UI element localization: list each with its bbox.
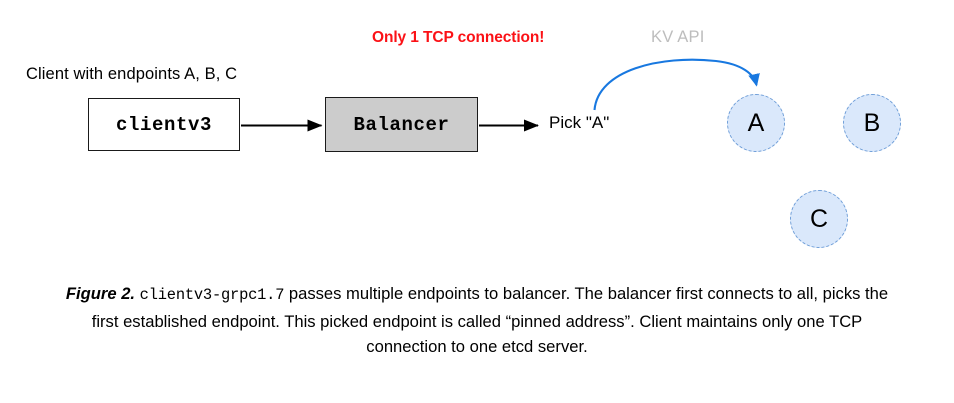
arrow-kv-api-to-endpoint-a bbox=[593, 58, 760, 111]
endpoint-circle-b: B bbox=[843, 94, 901, 152]
figure-caption: Figure 2. clientv3-grpc1.7 passes multip… bbox=[54, 281, 900, 360]
client-endpoints-label: Client with endpoints A, B, C bbox=[26, 65, 238, 83]
clientv3-node-box: clientv3 bbox=[88, 98, 240, 151]
balancer-node-box: Balancer bbox=[325, 97, 478, 152]
caption-mono-term: clientv3-grpc1.7 bbox=[139, 286, 285, 304]
endpoint-circle-a: A bbox=[727, 94, 785, 152]
caption-figure-number: Figure 2. bbox=[65, 284, 136, 303]
endpoint-circle-c: C bbox=[790, 190, 848, 248]
diagram-canvas: Client with endpoints A, B, C Only 1 TCP… bbox=[26, 28, 901, 248]
diagram-connectors bbox=[241, 58, 760, 132]
kv-api-label: KV API bbox=[651, 28, 705, 46]
caption-body-text: passes multiple endpoints to balancer. T… bbox=[91, 284, 889, 356]
tcp-connection-warning-label: Only 1 TCP connection! bbox=[372, 29, 545, 46]
pick-a-label: Pick "A" bbox=[549, 113, 610, 132]
